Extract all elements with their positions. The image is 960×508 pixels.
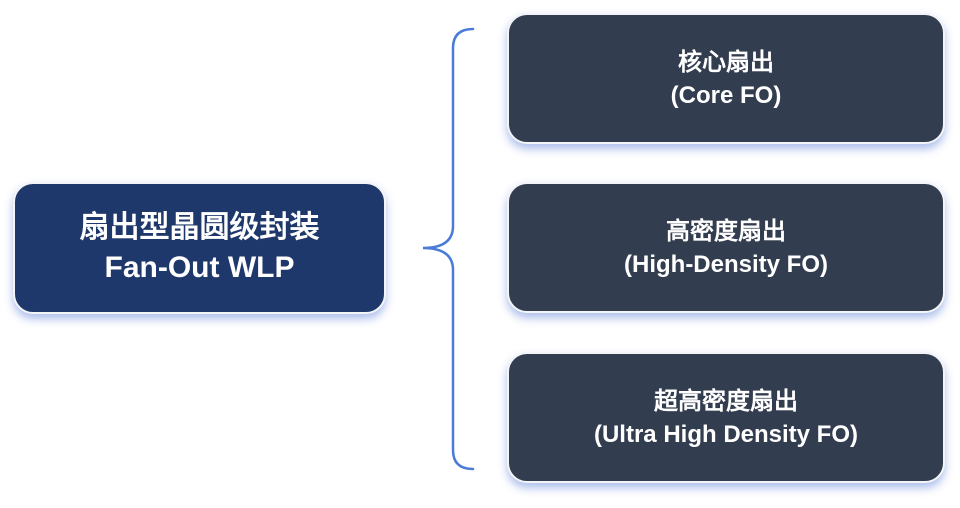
child-node-core-fo: 核心扇出 (Core FO) — [507, 13, 945, 144]
root-title-en: Fan-Out WLP — [104, 251, 295, 284]
child-title-zh: 超高密度扇出 — [654, 387, 798, 415]
child-title-en: (Ultra High Density FO) — [593, 420, 858, 448]
child-node-high-density-fo: 高密度扇出 (High-Density FO) — [507, 182, 945, 313]
child-title-zh: 高密度扇出 — [666, 217, 786, 245]
child-node-ultra-high-density-fo: 超高密度扇出 (Ultra High Density FO) — [507, 352, 945, 483]
root-node-fan-out-wlp: 扇出型晶圆级封装 Fan-Out WLP — [13, 182, 386, 314]
child-title-en: (Core FO) — [670, 81, 782, 109]
child-title-zh: 核心扇出 — [678, 48, 774, 76]
brace-path — [422, 27, 475, 471]
child-title-en: (High-Density FO) — [624, 250, 828, 278]
root-title-zh: 扇出型晶圆级封装 — [79, 211, 320, 244]
